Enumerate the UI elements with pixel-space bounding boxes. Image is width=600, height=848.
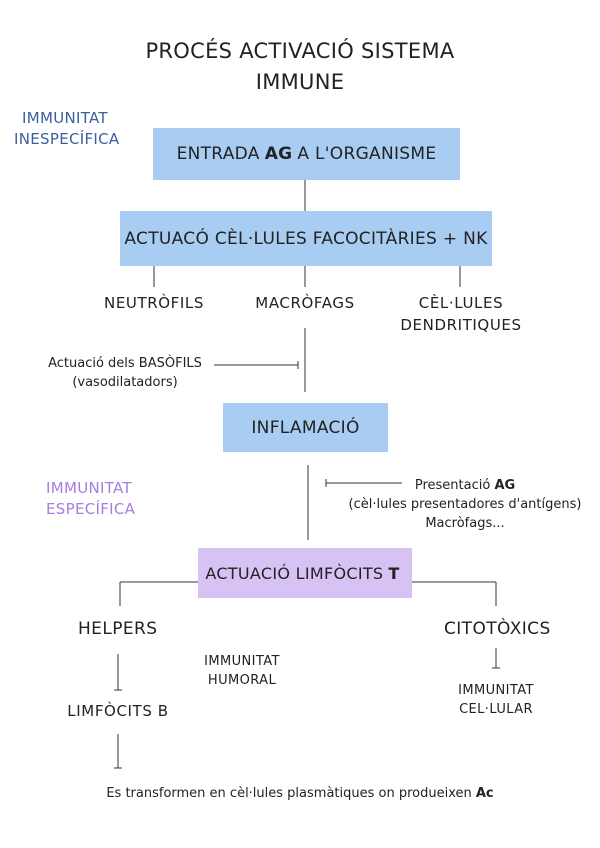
- page-title: PROCÉS ACTIVACIÓ SISTEMA IMMUNE: [0, 36, 600, 98]
- box-entrada-text: ENTRADA: [176, 144, 260, 164]
- label-humoral-line1: IMMUNITAT: [204, 654, 280, 669]
- label-footer-bold: Ac: [475, 786, 494, 801]
- box-limfocits-text: ACTUACIÓ LIMFÒCITS: [205, 563, 384, 583]
- label-presentacio-text: Presentació: [414, 478, 491, 493]
- box-limfocits-bold: T: [388, 563, 400, 583]
- label-presentacio-bold: AG: [494, 478, 516, 493]
- label-cellular-line1: IMMUNITAT: [458, 683, 534, 698]
- label-presentacio-line2: (cèl·lules presentadores d'antígens): [348, 497, 582, 512]
- label-footer: Es transformen en cèl·lules plasmàtiques…: [0, 786, 600, 801]
- label-basofils-line2: (vasodilatadors): [72, 375, 178, 390]
- box-entrada-ag: ENTRADA AG A L'ORGANISME: [153, 128, 460, 180]
- label-cellules-dendritiques: CÈL·LULES DENDRITIQUES: [396, 292, 526, 336]
- label-inespecifica-line1: IMMUNITAT: [22, 109, 108, 127]
- box-inflamacio-text: INFLAMACIÓ: [251, 417, 360, 438]
- label-presentacio-ag: Presentació AG (cèl·lules presentadores …: [338, 476, 592, 533]
- box-entrada-bold: AG: [264, 144, 293, 164]
- box-actuacio-fagocitaries: ACTUACÓ CÈL·LULES FACOCITÀRIES + NK: [120, 211, 492, 266]
- label-citotoxics: CITOTÒXICS: [444, 619, 551, 639]
- label-helpers: HELPERS: [78, 619, 158, 639]
- label-dendritiques-line2: DENDRITIQUES: [400, 316, 522, 334]
- label-macrofags: MACRÒFAGS: [255, 294, 355, 312]
- label-limfocits-b: LIMFÒCITS B: [67, 702, 169, 720]
- title-line2: IMMUNE: [255, 70, 345, 94]
- label-immunitat-humoral: IMMUNITAT HUMORAL: [196, 652, 288, 690]
- label-especifica-line1: IMMUNITAT: [46, 479, 132, 497]
- label-basofils: Actuació dels BASÒFILS (vasodilatadors): [40, 354, 210, 392]
- title-line1: PROCÉS ACTIVACIÓ SISTEMA: [145, 39, 455, 63]
- label-basofils-line1: Actuació dels BASÒFILS: [48, 356, 202, 371]
- label-immunitat-inespecifica: IMMUNITAT INESPECÍFICA: [14, 108, 119, 150]
- box-actuacio-limfocits-t: ACTUACIÓ LIMFÒCITS T: [198, 548, 412, 598]
- label-immunitat-cellular: IMMUNITAT CEL·LULAR: [448, 681, 544, 719]
- label-inespecifica-line2: INESPECÍFICA: [14, 130, 120, 148]
- label-presentacio-line3: Macròfags...: [425, 516, 505, 531]
- label-immunitat-especifica: IMMUNITAT ESPECÍFICA: [46, 478, 135, 520]
- box-inflamacio: INFLAMACIÓ: [223, 403, 388, 452]
- label-humoral-line2: HUMORAL: [207, 673, 277, 688]
- box-actuacio-text: ACTUACÓ CÈL·LULES FACOCITÀRIES + NK: [124, 228, 488, 249]
- label-footer-text: Es transformen en cèl·lules plasmàtiques…: [106, 786, 472, 801]
- box-entrada-text-post: A L'ORGANISME: [297, 144, 437, 164]
- label-neutrofils: NEUTRÒFILS: [104, 294, 204, 312]
- label-dendritiques-line1: CÈL·LULES: [418, 294, 504, 312]
- label-especifica-line2: ESPECÍFICA: [46, 500, 136, 518]
- label-cellular-line2: CEL·LULAR: [459, 702, 533, 717]
